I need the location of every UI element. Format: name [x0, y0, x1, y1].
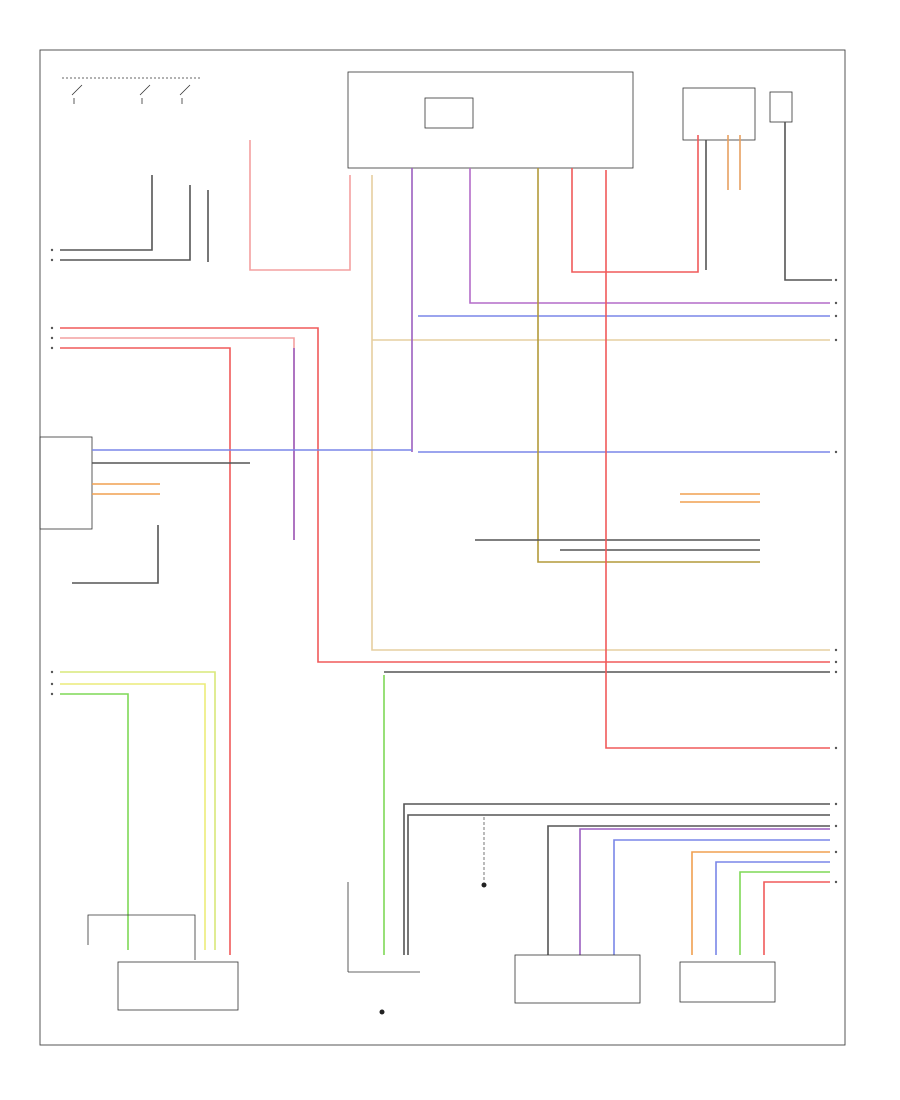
wire-pink-left-down	[60, 337, 295, 540]
bottom-center-right-module	[514, 954, 641, 1004]
wire-gray-bus-1	[403, 803, 830, 955]
left-edge-terminals	[50, 248, 54, 696]
top-relay-box	[424, 97, 474, 129]
wire-gray-left-switch	[72, 525, 159, 584]
top-left-switch-group	[62, 77, 200, 104]
bottom-center-connector-dot	[379, 1009, 385, 1015]
wire-blue-bus-2	[715, 861, 830, 955]
wire-yellow-green-left	[60, 671, 216, 950]
ground-point	[481, 882, 487, 888]
wire-gray-bottom-left	[87, 914, 196, 960]
wire-red-bus	[763, 881, 830, 955]
wire-olive-v	[537, 168, 760, 563]
wire-gray-bus-3	[547, 825, 830, 955]
wire-pink-top	[249, 140, 351, 271]
wire-yellow-left	[60, 683, 206, 950]
wire-violet-h1	[469, 168, 830, 304]
wire-red-top-right	[571, 135, 699, 273]
left-module-box	[39, 436, 93, 530]
wire-gray-dashed-ground	[483, 814, 548, 880]
bottom-left-module	[117, 961, 239, 1011]
bottom-right-module	[679, 961, 776, 1003]
wire-green-left	[60, 693, 129, 950]
wire-green-bus	[739, 871, 830, 955]
diagram-frame	[39, 49, 846, 1046]
wire-gray-right-drop	[784, 122, 832, 281]
wire-violet-bus	[579, 828, 830, 955]
wire-red-left-long	[60, 327, 830, 663]
wire-tan-v	[371, 175, 830, 651]
top-right-module	[682, 87, 756, 141]
bottom-center-connector	[347, 882, 420, 973]
wire-red-left-v	[60, 347, 231, 955]
top-junction-block	[347, 71, 634, 169]
wire-orange-bus	[691, 851, 830, 955]
top-right-sensor	[769, 91, 793, 123]
wire-gray-bus-2	[407, 814, 830, 955]
wire-red-right-v	[605, 245, 830, 749]
right-edge-terminals	[834, 278, 838, 884]
wire-gray-top-left	[60, 175, 209, 262]
wire-blue-bus	[613, 839, 830, 955]
